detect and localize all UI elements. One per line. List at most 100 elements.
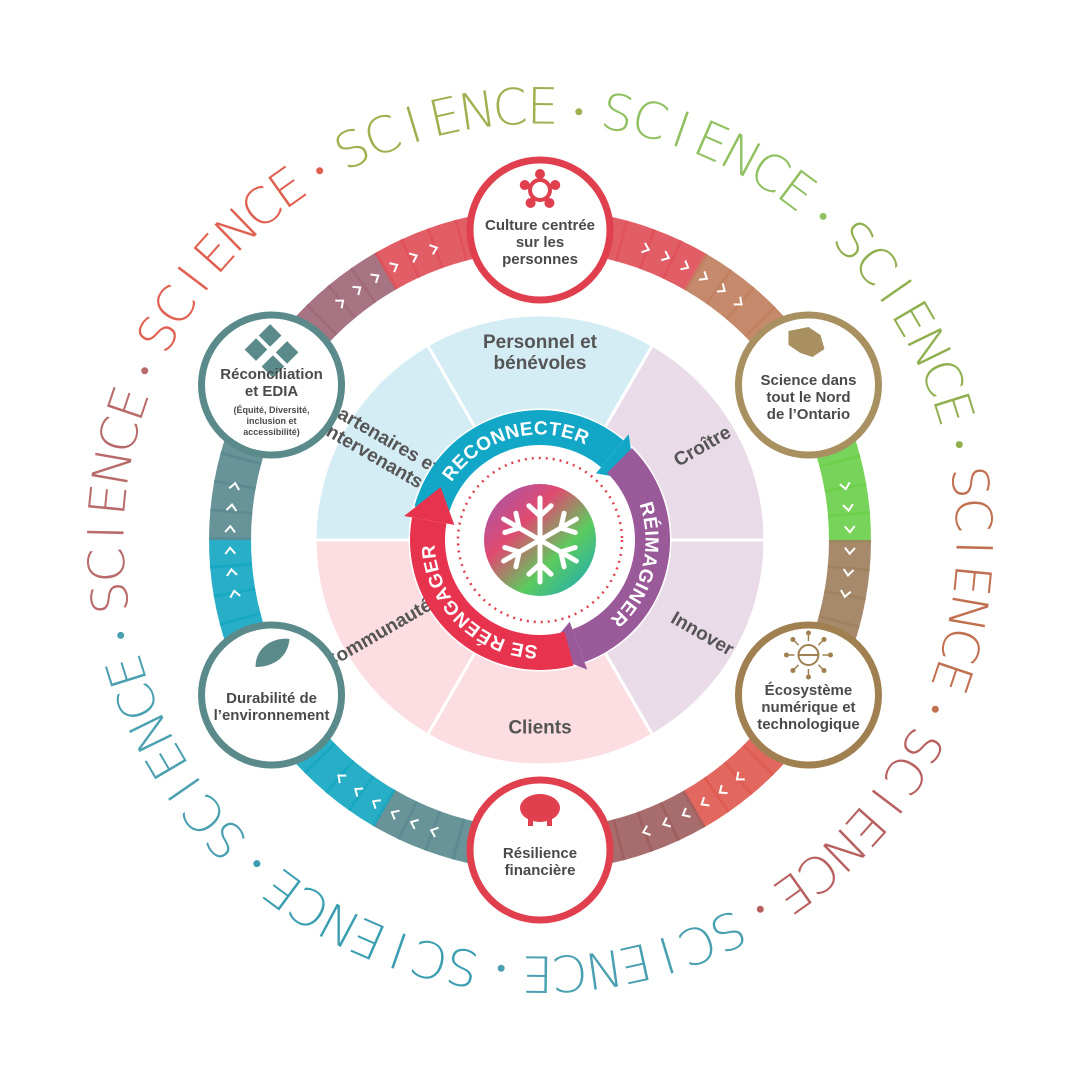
hub-circle bbox=[466, 776, 614, 924]
ring-segment bbox=[372, 789, 418, 840]
chevron-icon bbox=[698, 270, 709, 281]
science-letter: C bbox=[491, 77, 534, 137]
ring-segment bbox=[397, 800, 442, 852]
ring-segment bbox=[303, 742, 355, 794]
ring-chevrons bbox=[224, 242, 856, 838]
ring-segment bbox=[347, 775, 396, 827]
science-letter: E bbox=[517, 944, 553, 1002]
chevron-icon bbox=[844, 547, 856, 556]
ring-segment bbox=[350, 251, 398, 304]
science-letter: N bbox=[935, 590, 999, 641]
ring-segment bbox=[705, 268, 755, 321]
chevron-icon bbox=[842, 503, 854, 513]
chevron-icon bbox=[661, 816, 672, 828]
ring-segment bbox=[209, 508, 253, 540]
science-letter: E bbox=[527, 77, 563, 135]
ring-segment bbox=[824, 482, 870, 518]
science-letter: E bbox=[941, 562, 1002, 603]
piggy-bank-icon bbox=[520, 794, 560, 826]
hub-circle bbox=[198, 621, 346, 769]
hub-circle bbox=[198, 311, 346, 459]
science-letter: E bbox=[78, 477, 139, 518]
science-dot bbox=[316, 167, 324, 175]
chevron-icon bbox=[733, 296, 743, 306]
chevron-icon bbox=[843, 525, 856, 534]
chevron-icon bbox=[390, 809, 400, 820]
science-letter: N bbox=[81, 440, 145, 491]
chevron-icon bbox=[718, 784, 728, 795]
science-dot bbox=[819, 212, 827, 220]
ring-segment bbox=[325, 759, 375, 812]
ring-segment bbox=[662, 240, 708, 291]
chevron-icon bbox=[641, 825, 651, 836]
ring-segment bbox=[819, 454, 867, 493]
segment-label-clients: Clients bbox=[508, 718, 571, 739]
ring-segment bbox=[209, 537, 253, 569]
ring-segment bbox=[824, 565, 870, 601]
chevron-icon bbox=[409, 818, 419, 830]
science-dot bbox=[955, 441, 963, 449]
chevron-icon bbox=[224, 546, 237, 555]
arrow-head-se-reengager bbox=[404, 487, 455, 525]
chevron-icon bbox=[352, 285, 362, 296]
science-dot bbox=[931, 705, 939, 713]
science-dot bbox=[253, 860, 261, 868]
ring-segment bbox=[638, 228, 683, 280]
ring-segment bbox=[210, 479, 256, 515]
chevron-icon bbox=[228, 481, 240, 491]
chevron-icon bbox=[408, 252, 419, 264]
chevron-icon bbox=[224, 524, 236, 533]
hub-circle bbox=[734, 621, 882, 769]
ring-segment bbox=[725, 286, 777, 338]
ring-segment bbox=[682, 776, 730, 829]
people-circle-icon bbox=[519, 169, 561, 208]
science-letter: C bbox=[77, 542, 137, 584]
science-letter: C bbox=[547, 942, 590, 1002]
science-dot bbox=[497, 964, 505, 972]
science-dot bbox=[756, 905, 764, 913]
science-letter: S bbox=[939, 463, 1001, 506]
chevron-icon bbox=[661, 250, 671, 262]
chevron-icon bbox=[839, 481, 851, 491]
chevron-icon bbox=[716, 283, 726, 293]
chevron-icon bbox=[371, 799, 382, 810]
chevron-icon bbox=[429, 826, 439, 838]
ring-segment bbox=[703, 761, 753, 813]
center-dotted-ring bbox=[456, 456, 624, 624]
chevron-icon bbox=[225, 503, 238, 512]
arrow-reconnecter bbox=[414, 409, 624, 516]
science-dot bbox=[141, 367, 149, 375]
chevron-icon bbox=[700, 796, 710, 807]
chevron-icon bbox=[370, 273, 380, 284]
chevron-icon bbox=[840, 589, 852, 599]
chevron-icon bbox=[681, 807, 691, 818]
science-letter: I bbox=[944, 540, 1002, 560]
science-letter: I bbox=[77, 520, 135, 540]
ring-segment bbox=[723, 744, 775, 796]
chevron-icon bbox=[354, 787, 364, 797]
chevron-icon bbox=[735, 771, 745, 781]
ring-segment bbox=[210, 562, 256, 598]
ring-segment bbox=[327, 267, 377, 319]
arrow-reimaginer bbox=[572, 448, 670, 663]
chevron-icon bbox=[680, 260, 690, 271]
chevron-icon bbox=[229, 589, 241, 599]
science-letter: N bbox=[576, 938, 625, 1001]
chevron-icon bbox=[226, 567, 238, 577]
arrow-se-reengager bbox=[410, 517, 574, 670]
ring-segment bbox=[684, 253, 733, 305]
